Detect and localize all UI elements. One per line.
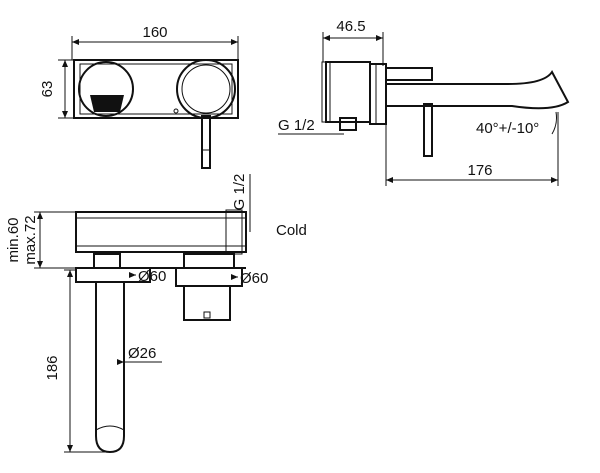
front-width-label: 160 xyxy=(142,24,167,41)
side-thread-label: G 1/2 xyxy=(278,117,315,134)
side-thread-connection xyxy=(339,117,357,131)
side-angle-label: 40°+/-10° xyxy=(476,120,539,137)
top-spout-diameter-label: Ø26 xyxy=(128,345,156,362)
front-mounting-plate xyxy=(73,59,239,119)
top-left-diameter-label: Ø60 xyxy=(138,268,166,285)
side-flange xyxy=(369,63,387,125)
top-thread-label: G 1/2 xyxy=(231,174,248,211)
side-view: 46.5 G 1/2 40°+/-10° 176 xyxy=(278,18,570,186)
front-right-rosette xyxy=(176,59,236,119)
cold-label: Cold xyxy=(276,222,307,239)
top-spout-length-label: 186 xyxy=(44,355,61,380)
front-left-rosette xyxy=(78,61,134,117)
side-depth-label: 46.5 xyxy=(336,18,365,35)
front-height-label: 63 xyxy=(39,81,56,98)
top-wall-min-label: min.60 xyxy=(5,217,22,262)
front-lever xyxy=(201,115,211,169)
front-view: 160 63 xyxy=(39,24,239,169)
side-lever xyxy=(423,103,433,157)
top-spout xyxy=(95,281,125,454)
top-valve-body xyxy=(75,211,247,253)
side-reach-label: 176 xyxy=(467,162,492,179)
top-wall-max-label: max.72 xyxy=(22,215,39,264)
side-valve-body xyxy=(325,61,371,123)
top-right-diameter-label: Ø60 xyxy=(240,270,268,287)
side-spout xyxy=(385,70,570,110)
side-lever-block xyxy=(385,67,433,81)
top-lever xyxy=(183,285,231,321)
top-view: min.60 max.72 G 1/2 Cold Ø60 Ø60 186 xyxy=(5,174,307,454)
